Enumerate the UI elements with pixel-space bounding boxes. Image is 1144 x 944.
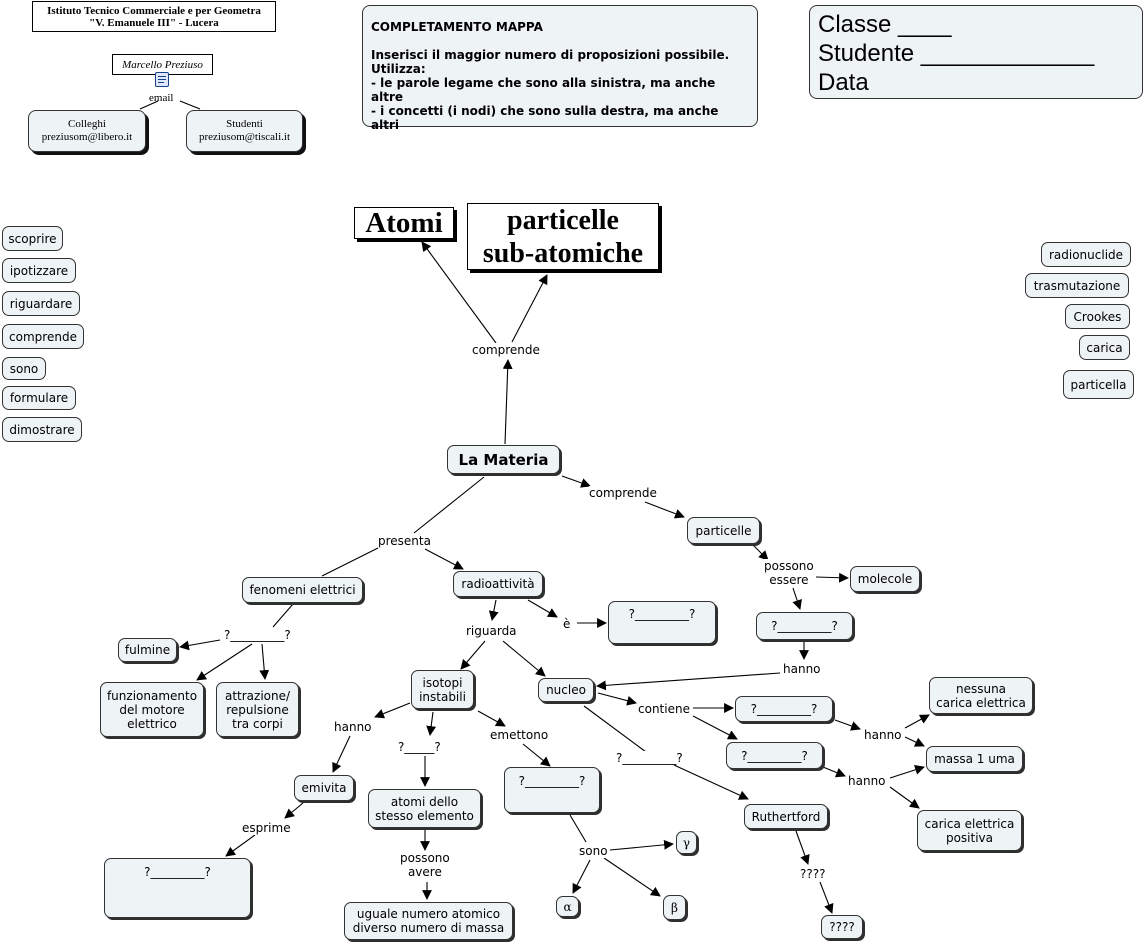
node-alpha[interactable]: α bbox=[556, 896, 579, 917]
instructions-box: COMPLETAMENTO MAPPA Inserisci il maggior… bbox=[362, 5, 758, 132]
link-blank-short: ?_____? bbox=[398, 740, 441, 754]
linking-word[interactable]: dimostrare bbox=[2, 417, 82, 442]
node-emivita[interactable]: emivita bbox=[294, 775, 354, 801]
email-label: email bbox=[149, 92, 174, 104]
link-sono: sono bbox=[579, 844, 608, 858]
linking-word[interactable]: scoprire bbox=[2, 226, 63, 251]
linking-word[interactable]: formulare bbox=[2, 386, 76, 410]
link-question-marks: ???? bbox=[800, 867, 826, 881]
link-hanno-isotopi: hanno bbox=[334, 720, 372, 734]
node-blank-emettono[interactable]: ?_________? bbox=[504, 767, 600, 813]
email-attachment-icon[interactable] bbox=[155, 72, 169, 87]
node-molecole[interactable]: molecole bbox=[850, 566, 920, 592]
node-gamma[interactable]: γ bbox=[676, 831, 697, 854]
node-fulmine[interactable]: fulmine bbox=[118, 638, 177, 662]
concept-word[interactable]: trasmutazione bbox=[1025, 273, 1129, 298]
node-radioattivita[interactable]: radioattività bbox=[453, 571, 543, 597]
node-massa-uma[interactable]: massa 1 uma bbox=[926, 746, 1023, 772]
student-info-box: Classe ____ Studente _____________ Data bbox=[809, 5, 1143, 99]
instructions-line: Inserisci il maggior numero di proposizi… bbox=[371, 48, 730, 62]
link-hanno: hanno bbox=[783, 662, 821, 676]
node-carica-positiva[interactable]: carica elettrica positiva bbox=[917, 810, 1022, 851]
node-funzionamento-motore[interactable]: funzionamento del motore elettrico bbox=[100, 682, 204, 737]
link-emettono: emettono bbox=[490, 728, 549, 742]
linking-word[interactable]: comprende bbox=[2, 324, 84, 349]
node-blank-esprime[interactable]: ?_________? bbox=[104, 858, 251, 918]
link-possono-avere: possono avere bbox=[400, 851, 450, 879]
link-esprime: esprime bbox=[242, 821, 291, 835]
concept-word[interactable]: radionuclide bbox=[1041, 242, 1131, 267]
node-isotopi-instabili[interactable]: isotopi instabili bbox=[411, 670, 474, 709]
link-comprende-top: comprende bbox=[472, 343, 540, 357]
link-riguarda: riguarda bbox=[466, 624, 517, 638]
linking-word[interactable]: sono bbox=[2, 357, 46, 380]
node-atomi[interactable]: Atomi bbox=[354, 207, 454, 239]
link-blank-fenomeni: ?_________? bbox=[224, 628, 291, 642]
node-rutherford[interactable]: Ruthertford bbox=[744, 804, 828, 829]
school-name-box: Istituto Tecnico Commerciale e per Geome… bbox=[32, 1, 276, 32]
node-particelle-subatomiche[interactable]: particelle sub-atomiche bbox=[467, 203, 659, 270]
node-blank-contiene-2[interactable]: ?_________? bbox=[726, 742, 823, 769]
contact-colleghi[interactable]: Colleghi preziusom@libero.it bbox=[28, 110, 146, 152]
node-la-materia[interactable]: La Materia bbox=[447, 445, 560, 474]
node-blank-e[interactable]: ?_________? bbox=[608, 601, 716, 644]
link-comprende-right: comprende bbox=[589, 486, 657, 500]
concept-word[interactable]: particella bbox=[1063, 370, 1134, 399]
link-possono-essere: possono essere bbox=[764, 559, 814, 587]
concept-word[interactable]: Crookes bbox=[1065, 304, 1130, 329]
node-particelle[interactable]: particelle bbox=[687, 517, 760, 544]
node-blank-particelle[interactable]: ?_________? bbox=[756, 612, 853, 640]
node-fenomeni-elettrici[interactable]: fenomeni elettrici bbox=[242, 577, 363, 603]
node-uguale-numero[interactable]: uguale numero atomico diverso numero di … bbox=[344, 902, 513, 940]
link-contiene: contiene bbox=[638, 702, 690, 716]
linking-word[interactable]: riguardare bbox=[2, 291, 80, 316]
node-atomi-stesso-elemento[interactable]: atomi dello stesso elemento bbox=[368, 789, 481, 828]
link-presenta: presenta bbox=[378, 534, 431, 548]
link-hanno-4: hanno bbox=[848, 774, 886, 788]
node-beta[interactable]: β bbox=[663, 895, 686, 920]
link-e: è bbox=[563, 617, 571, 631]
node-attrazione-repulsione[interactable]: attrazione/ repulsione tra corpi bbox=[216, 682, 299, 737]
concept-word[interactable]: carica bbox=[1079, 335, 1130, 360]
link-blank-nucleo: ?_________? bbox=[616, 751, 683, 765]
node-nucleo[interactable]: nucleo bbox=[538, 678, 594, 702]
contact-studenti[interactable]: Studenti preziusom@tiscali.it bbox=[186, 110, 303, 152]
instructions-line: - i concetti (i nodi) che sono sulla des… bbox=[371, 104, 719, 132]
node-question-marks[interactable]: ???? bbox=[821, 915, 863, 939]
instructions-title: COMPLETAMENTO MAPPA bbox=[371, 20, 543, 34]
node-nessuna-carica[interactable]: nessuna carica elettrica bbox=[929, 677, 1033, 714]
instructions-line: - le parole legame che sono alla sinistr… bbox=[371, 76, 716, 104]
linking-word[interactable]: ipotizzare bbox=[2, 258, 76, 283]
instructions-line: Utilizza: bbox=[371, 62, 426, 76]
link-hanno-3: hanno bbox=[864, 728, 902, 742]
node-blank-contiene-1[interactable]: ?_________? bbox=[735, 696, 833, 722]
